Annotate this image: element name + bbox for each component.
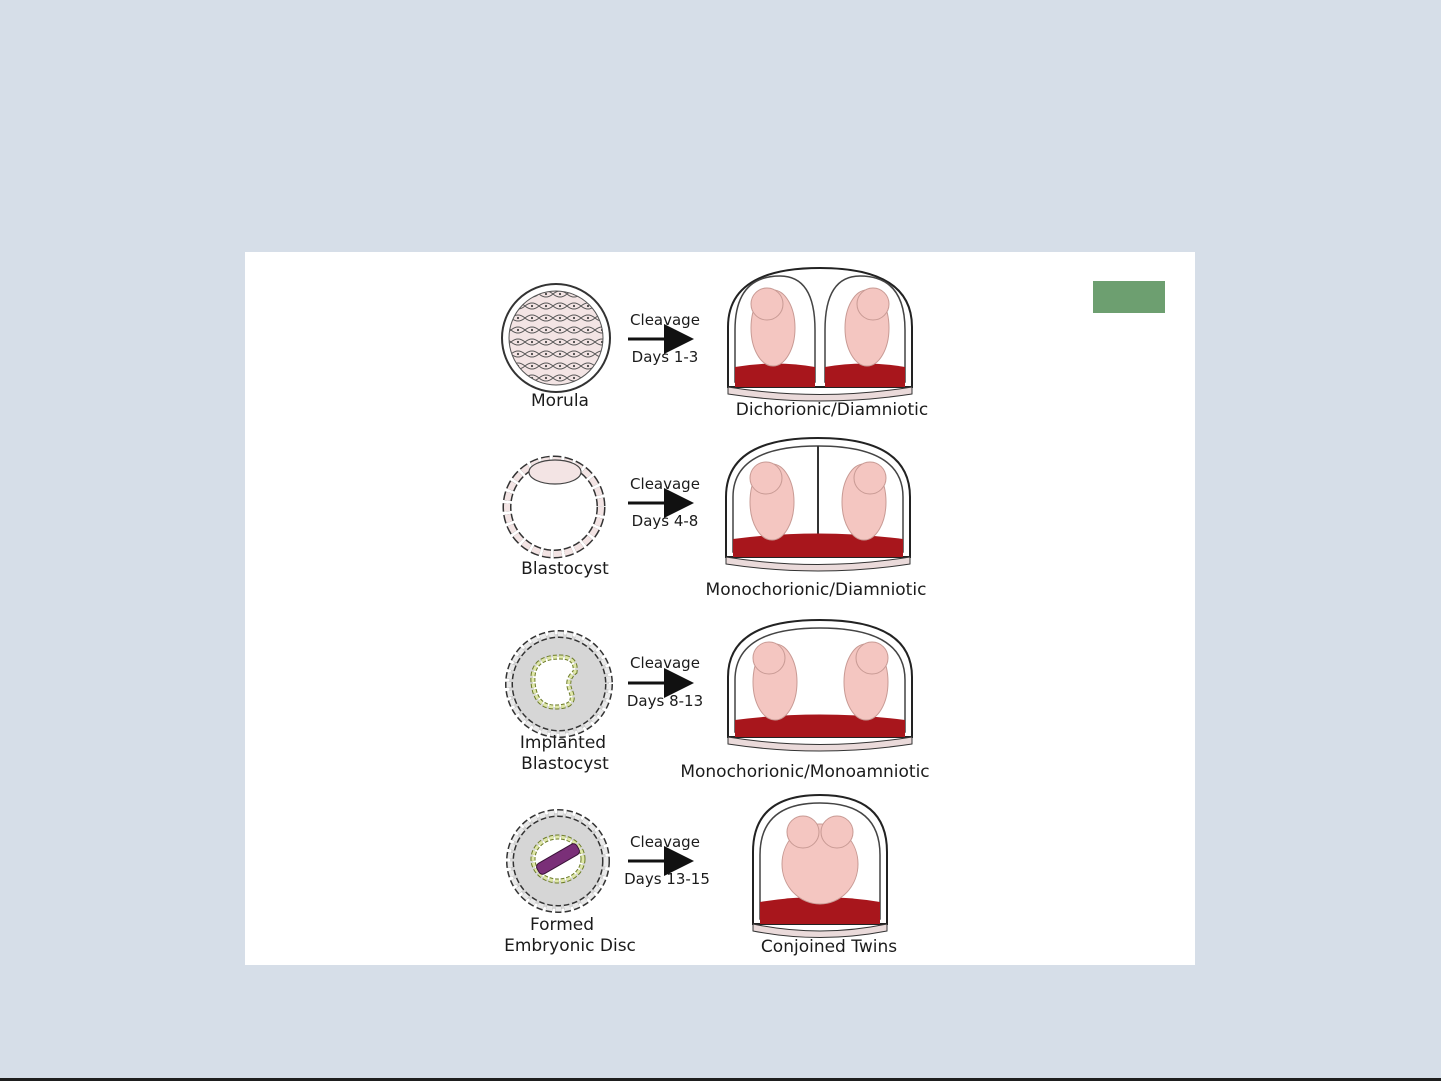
row-1: Morula Cleavage Days 1-3 Dichorionic/Dia…: [502, 268, 928, 420]
arrow-label-top: Cleavage: [630, 475, 700, 493]
blastocyst-icon: [507, 460, 601, 554]
row-2: Blastocyst Cleavage Days 4-8 Monochorion…: [507, 438, 926, 600]
arrow-label-bottom: Days 4-8: [632, 512, 699, 530]
stage-label: Morula: [531, 391, 589, 411]
twinning-diagram: Morula Cleavage Days 1-3 Dichorionic/Dia…: [245, 252, 1195, 965]
arrow-label-top: Cleavage: [630, 311, 700, 329]
arrow-label-top: Cleavage: [630, 833, 700, 851]
dichorionic-diamniotic-icon: [728, 268, 912, 401]
result-label: Dichorionic/Diamniotic: [736, 400, 928, 420]
implanted-blastocyst-icon: [509, 634, 609, 734]
stage-label: Blastocyst: [521, 559, 609, 579]
monochorionic-diamniotic-icon: [726, 438, 910, 571]
embryonic-disc-icon: [510, 813, 606, 909]
morula-icon: [502, 284, 610, 392]
diagram-panel: Morula Cleavage Days 1-3 Dichorionic/Dia…: [245, 252, 1195, 965]
arrow-label-bottom: Days 1-3: [632, 348, 699, 366]
arrow-label-top: Cleavage: [630, 654, 700, 672]
monochorionic-monoamniotic-icon: [728, 620, 912, 751]
result-label: Monochorionic/Diamniotic: [706, 580, 927, 600]
arrow-label-bottom: Days 13-15: [624, 870, 710, 888]
result-label: Monochorionic/Monoamniotic: [680, 762, 929, 782]
result-label: Conjoined Twins: [761, 937, 897, 957]
conjoined-twins-icon: [753, 795, 887, 938]
arrow-label-bottom: Days 8-13: [627, 692, 703, 710]
